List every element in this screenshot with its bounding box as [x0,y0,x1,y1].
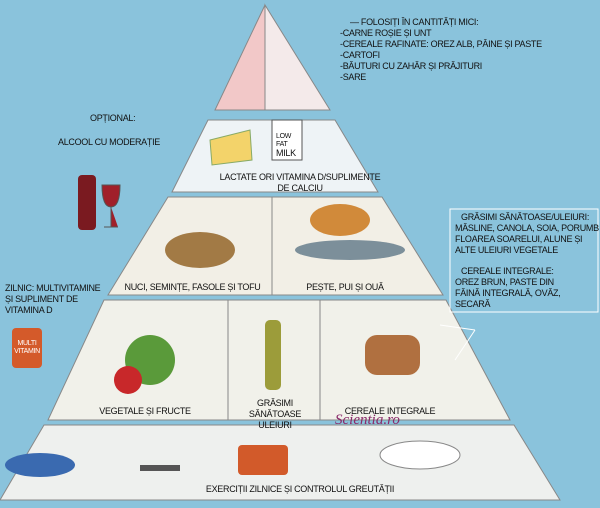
dumbbell-icon [140,465,180,471]
wine-glass-icon [101,184,121,228]
nuts-label: Nuci, semințe, fasole și tofu [124,282,261,292]
info-fats-heading: Grăsimi sănătoase/uleiuri: [461,212,590,222]
info-box: Grăsimi sănătoase/uleiuri: Măsline, cano… [455,212,600,310]
bread-icon [365,335,420,375]
info-grains-text: Orez brun, paste din făină integrală, ov… [455,277,561,309]
top-note-heading: — Folosiți în cantități mici: [350,17,479,27]
fish-label: Pește, pui și ouă [306,282,384,292]
top-note-item: -Sare [340,72,367,82]
dairy-label: Lactate ori vitamina D/suplimente de cal… [219,172,381,193]
fish-icon [295,240,405,260]
nuts-icon [165,232,235,268]
scale-icon [238,445,288,475]
oil-bottle-icon [265,320,281,390]
oils-label: Grăsimi sănătoase uleiuri [248,398,302,430]
vegetables-label: Vegetale și fructe [99,406,191,416]
vitamin-bottle-icon [12,328,42,368]
plate-icon [379,440,461,470]
info-grains-heading: Cereale integrale: [461,266,554,276]
top-note-item: -Cereale rafinate: orez alb, pâine și pa… [340,39,542,49]
watermark: Scientia.ro [335,412,400,428]
top-note-item: -Băuturi cu zahăr și prăjituri [340,61,483,71]
chicken-icon [310,204,370,236]
grains-label: Cereale integrale [344,406,436,416]
info-fats-text: Măsline, canola, soia, porumb floarea so… [455,223,599,255]
bottle-label: Multi vitamin [14,340,40,355]
pyramid-top-right [264,3,331,111]
carton-milk: Milk [276,148,296,158]
cheese-icon [209,129,253,166]
fruit-icon [114,366,142,394]
optional-heading: Opțional: [90,113,136,123]
exercise-label: Exerciții zilnice și controlul greutății [205,484,395,494]
info-box-frame [449,208,599,313]
top-note-item: -Cartofi [340,50,380,60]
sneaker-icon [5,453,75,477]
carton-low-fat: Low fat [276,133,292,148]
top-note-item: -Carne roșie și unt [340,28,432,38]
pyramid-top-left [214,4,266,111]
optional-text: Alcool cu moderație [58,137,160,147]
milk-carton-label: Low fatMilk [276,133,300,158]
top-note: — Folosiți în cantități mici: -Carne roș… [340,17,542,83]
milk-carton-icon [271,119,303,161]
wine-bottle-icon [78,175,96,230]
supplement-label: Zilnic: multivitamine și supliment de vi… [5,283,101,315]
